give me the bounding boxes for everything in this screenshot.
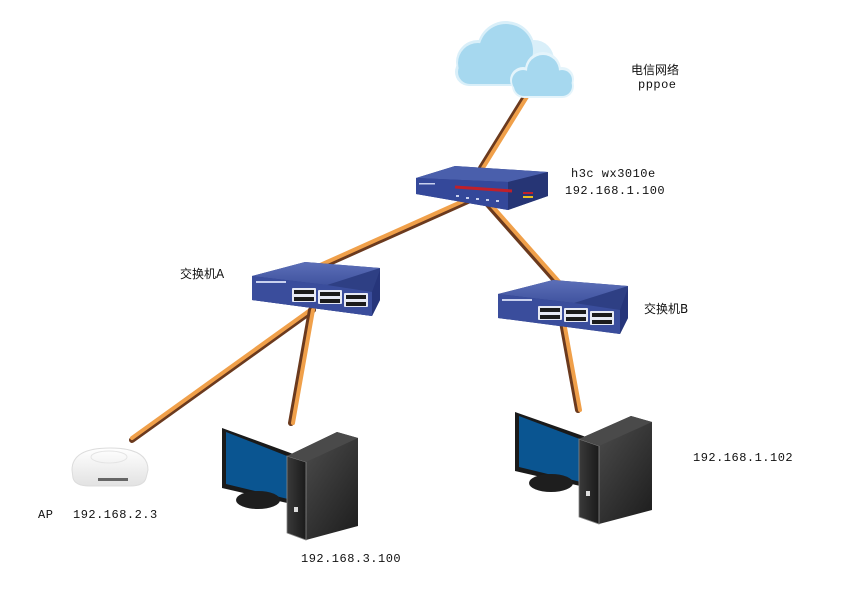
link-router-switch-b <box>481 197 564 289</box>
internet-label: 电信网络 <box>631 63 680 77</box>
ap-ip-label: 192.168.2.3 <box>73 508 158 522</box>
link-switch-a-ap <box>129 306 316 443</box>
switch-b-label: 交换机B <box>644 302 689 316</box>
access-point-icon <box>71 447 149 487</box>
link-switch-b-pc-b <box>559 319 582 413</box>
ap-label: AP <box>38 508 54 522</box>
switch-b-icon <box>498 280 628 334</box>
pc-b-ip-label: 192.168.1.102 <box>693 451 794 465</box>
router-icon <box>416 166 548 210</box>
internet-sublabel: pppoe <box>638 78 677 92</box>
desktop-computer-a-icon <box>222 428 358 541</box>
switch-a-label: 交换机A <box>180 267 225 281</box>
router-label: h3c wx3010e <box>571 167 656 181</box>
desktop-computer-b-icon <box>515 412 652 525</box>
cloud-icon <box>455 21 574 98</box>
link-internet-router <box>478 89 532 171</box>
pc-a-ip-label: 192.168.3.100 <box>301 552 402 566</box>
link-switch-a-pc-a <box>288 307 315 426</box>
switch-a-icon <box>252 262 380 316</box>
link-router-switch-a <box>315 196 473 271</box>
router-ip-label: 192.168.1.100 <box>565 184 666 198</box>
links <box>129 89 582 443</box>
